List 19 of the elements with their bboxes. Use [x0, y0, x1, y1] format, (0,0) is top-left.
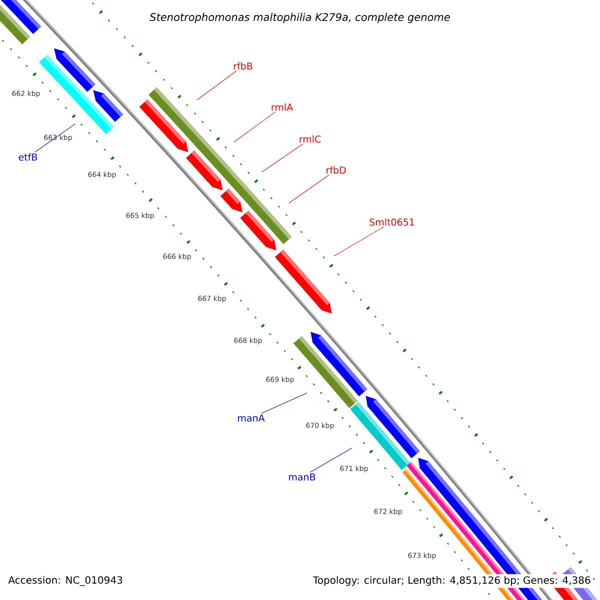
gene-label: etfB: [18, 153, 38, 161]
leader-line: [262, 144, 304, 172]
gene-label: manA: [238, 414, 265, 422]
gene-label: Smlt0651: [370, 218, 414, 226]
gene-label: rfbB: [234, 62, 252, 70]
gene-label: rfbD: [326, 166, 346, 174]
leader-line: [196, 70, 237, 100]
leader-line: [288, 174, 330, 204]
title: Stenotrophomonas maltophilia K279a, complete genome: [148, 10, 452, 26]
gene-label: manB: [289, 473, 316, 481]
leader-line: [310, 448, 352, 473]
leader-line: [334, 226, 384, 256]
gene-label: rmlA: [272, 103, 293, 111]
gene-label: rmlC: [300, 135, 321, 143]
leader-line: [34, 124, 76, 152]
footer-text: Topology: circular; Length: 4,851,126 bp; Genes: 4,386: [310, 574, 593, 588]
leader-line: [261, 392, 308, 414]
footer-text: Accession: NC_010943: [6, 574, 125, 588]
leader-line: [234, 112, 276, 142]
